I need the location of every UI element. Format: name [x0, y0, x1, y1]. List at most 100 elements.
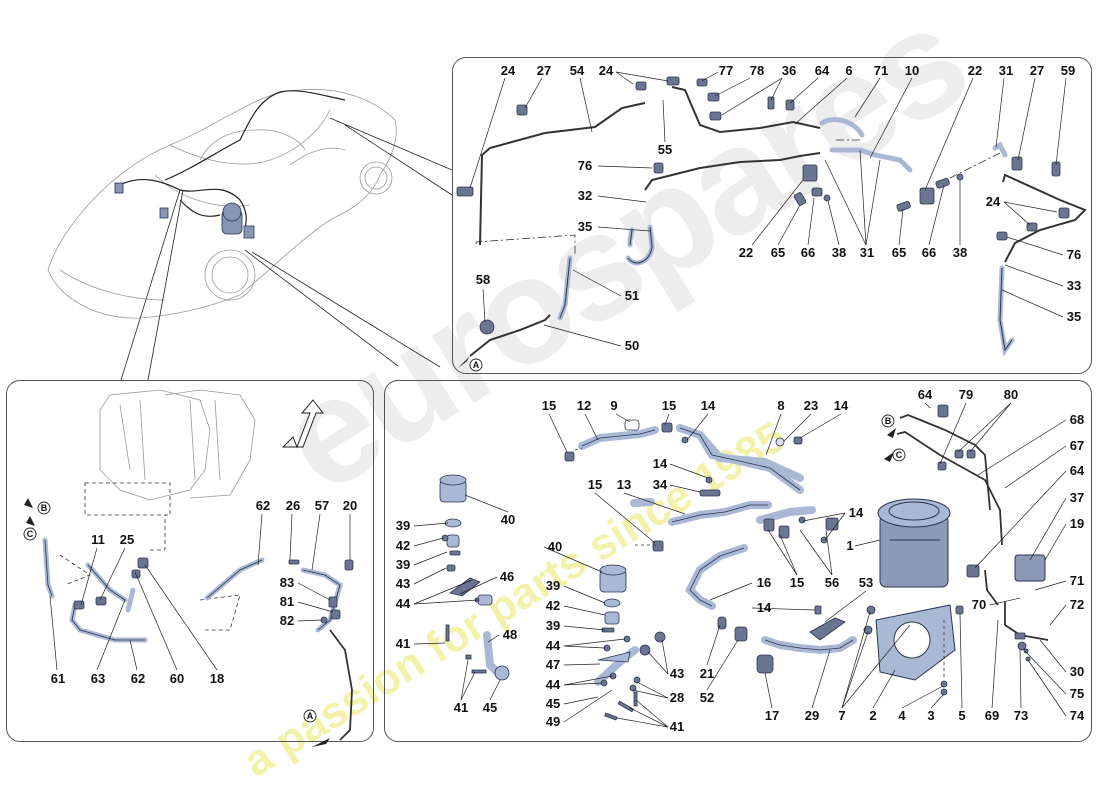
part-number-35[interactable]: 35 [577, 219, 593, 234]
part-number-66[interactable]: 66 [800, 245, 816, 260]
part-number-49[interactable]: 49 [545, 714, 561, 729]
part-number-82[interactable]: 82 [279, 613, 295, 628]
part-number-9[interactable]: 9 [610, 398, 618, 413]
part-number-15[interactable]: 15 [541, 398, 557, 413]
part-number-44[interactable]: 44 [545, 677, 561, 692]
part-number-43[interactable]: 43 [395, 576, 411, 591]
part-number-14[interactable]: 14 [700, 398, 716, 413]
part-number-74[interactable]: 74 [1069, 708, 1085, 723]
part-number-20[interactable]: 20 [342, 498, 358, 513]
part-number-60[interactable]: 60 [169, 671, 185, 686]
part-number-80[interactable]: 80 [1003, 387, 1019, 402]
part-number-12[interactable]: 12 [576, 398, 592, 413]
part-number-37[interactable]: 37 [1069, 490, 1085, 505]
part-number-45[interactable]: 45 [482, 700, 498, 715]
part-number-53[interactable]: 53 [858, 575, 874, 590]
part-number-66[interactable]: 66 [921, 245, 937, 260]
part-number-41[interactable]: 41 [453, 700, 469, 715]
part-number-39[interactable]: 39 [545, 618, 561, 633]
part-number-31[interactable]: 31 [998, 63, 1014, 78]
part-number-39[interactable]: 39 [545, 578, 561, 593]
part-number-10[interactable]: 10 [904, 63, 920, 78]
part-number-67[interactable]: 67 [1069, 438, 1085, 453]
part-number-24[interactable]: 24 [598, 63, 614, 78]
part-number-41[interactable]: 41 [669, 719, 685, 734]
part-number-46[interactable]: 46 [499, 569, 515, 584]
part-number-27[interactable]: 27 [1029, 63, 1045, 78]
part-number-14[interactable]: 14 [652, 456, 668, 471]
part-number-47[interactable]: 47 [545, 657, 561, 672]
part-number-40[interactable]: 40 [547, 539, 563, 554]
part-number-29[interactable]: 29 [804, 708, 820, 723]
part-number-83[interactable]: 83 [279, 575, 295, 590]
part-number-50[interactable]: 50 [624, 338, 640, 353]
part-number-17[interactable]: 17 [764, 708, 780, 723]
part-number-76[interactable]: 76 [1066, 247, 1082, 262]
part-number-75[interactable]: 75 [1069, 686, 1085, 701]
part-number-62[interactable]: 62 [130, 671, 146, 686]
part-number-19[interactable]: 19 [1069, 516, 1085, 531]
part-number-52[interactable]: 52 [699, 690, 715, 705]
part-number-1[interactable]: 1 [846, 538, 854, 553]
part-number-32[interactable]: 32 [577, 188, 593, 203]
part-number-55[interactable]: 55 [657, 142, 673, 157]
part-number-57[interactable]: 57 [314, 498, 330, 513]
part-number-7[interactable]: 7 [838, 708, 846, 723]
part-number-77[interactable]: 77 [718, 63, 734, 78]
part-number-16[interactable]: 16 [756, 575, 772, 590]
part-number-5[interactable]: 5 [958, 708, 966, 723]
part-number-21[interactable]: 21 [699, 666, 715, 681]
part-number-43[interactable]: 43 [669, 666, 685, 681]
part-number-38[interactable]: 38 [952, 245, 968, 260]
part-number-71[interactable]: 71 [873, 63, 889, 78]
part-number-65[interactable]: 65 [770, 245, 786, 260]
part-number-11[interactable]: 11 [91, 532, 105, 547]
part-number-4[interactable]: 4 [898, 708, 906, 723]
part-number-56[interactable]: 56 [824, 575, 840, 590]
part-number-64[interactable]: 64 [814, 63, 830, 78]
part-number-14[interactable]: 14 [848, 505, 864, 520]
part-number-54[interactable]: 54 [569, 63, 585, 78]
part-number-38[interactable]: 38 [831, 245, 847, 260]
part-number-61[interactable]: 61 [50, 671, 66, 686]
part-number-2[interactable]: 2 [869, 708, 877, 723]
part-number-51[interactable]: 51 [624, 288, 640, 303]
part-number-23[interactable]: 23 [803, 398, 819, 413]
part-number-71[interactable]: 71 [1069, 573, 1085, 588]
part-number-24[interactable]: 24 [500, 63, 516, 78]
part-number-41[interactable]: 41 [395, 636, 411, 651]
part-number-30[interactable]: 30 [1069, 664, 1085, 679]
part-number-42[interactable]: 42 [545, 598, 561, 613]
part-number-3[interactable]: 3 [927, 708, 935, 723]
part-number-70[interactable]: 70 [971, 597, 987, 612]
part-number-81[interactable]: 81 [279, 594, 295, 609]
part-number-79[interactable]: 79 [958, 387, 974, 402]
part-number-36[interactable]: 36 [781, 63, 797, 78]
part-number-15[interactable]: 15 [587, 477, 603, 492]
part-number-76[interactable]: 76 [577, 158, 593, 173]
part-number-8[interactable]: 8 [777, 398, 785, 413]
part-number-73[interactable]: 73 [1013, 708, 1029, 723]
part-number-14[interactable]: 14 [756, 600, 772, 615]
part-number-6[interactable]: 6 [845, 63, 853, 78]
part-number-31[interactable]: 31 [859, 245, 875, 260]
part-number-13[interactable]: 13 [616, 477, 632, 492]
part-number-45[interactable]: 45 [545, 696, 561, 711]
part-number-24[interactable]: 24 [985, 194, 1001, 209]
part-number-27[interactable]: 27 [536, 63, 552, 78]
part-number-39[interactable]: 39 [395, 518, 411, 533]
part-number-14[interactable]: 14 [833, 398, 849, 413]
part-number-25[interactable]: 25 [119, 532, 135, 547]
part-number-62[interactable]: 62 [255, 498, 271, 513]
part-number-44[interactable]: 44 [395, 596, 411, 611]
part-number-15[interactable]: 15 [661, 398, 677, 413]
part-number-78[interactable]: 78 [749, 63, 765, 78]
part-number-64[interactable]: 64 [1069, 463, 1085, 478]
part-number-26[interactable]: 26 [285, 498, 301, 513]
part-number-68[interactable]: 68 [1069, 412, 1085, 427]
part-number-65[interactable]: 65 [891, 245, 907, 260]
part-number-48[interactable]: 48 [502, 627, 518, 642]
part-number-39[interactable]: 39 [395, 557, 411, 572]
part-number-72[interactable]: 72 [1069, 597, 1085, 612]
part-number-22[interactable]: 22 [967, 63, 983, 78]
